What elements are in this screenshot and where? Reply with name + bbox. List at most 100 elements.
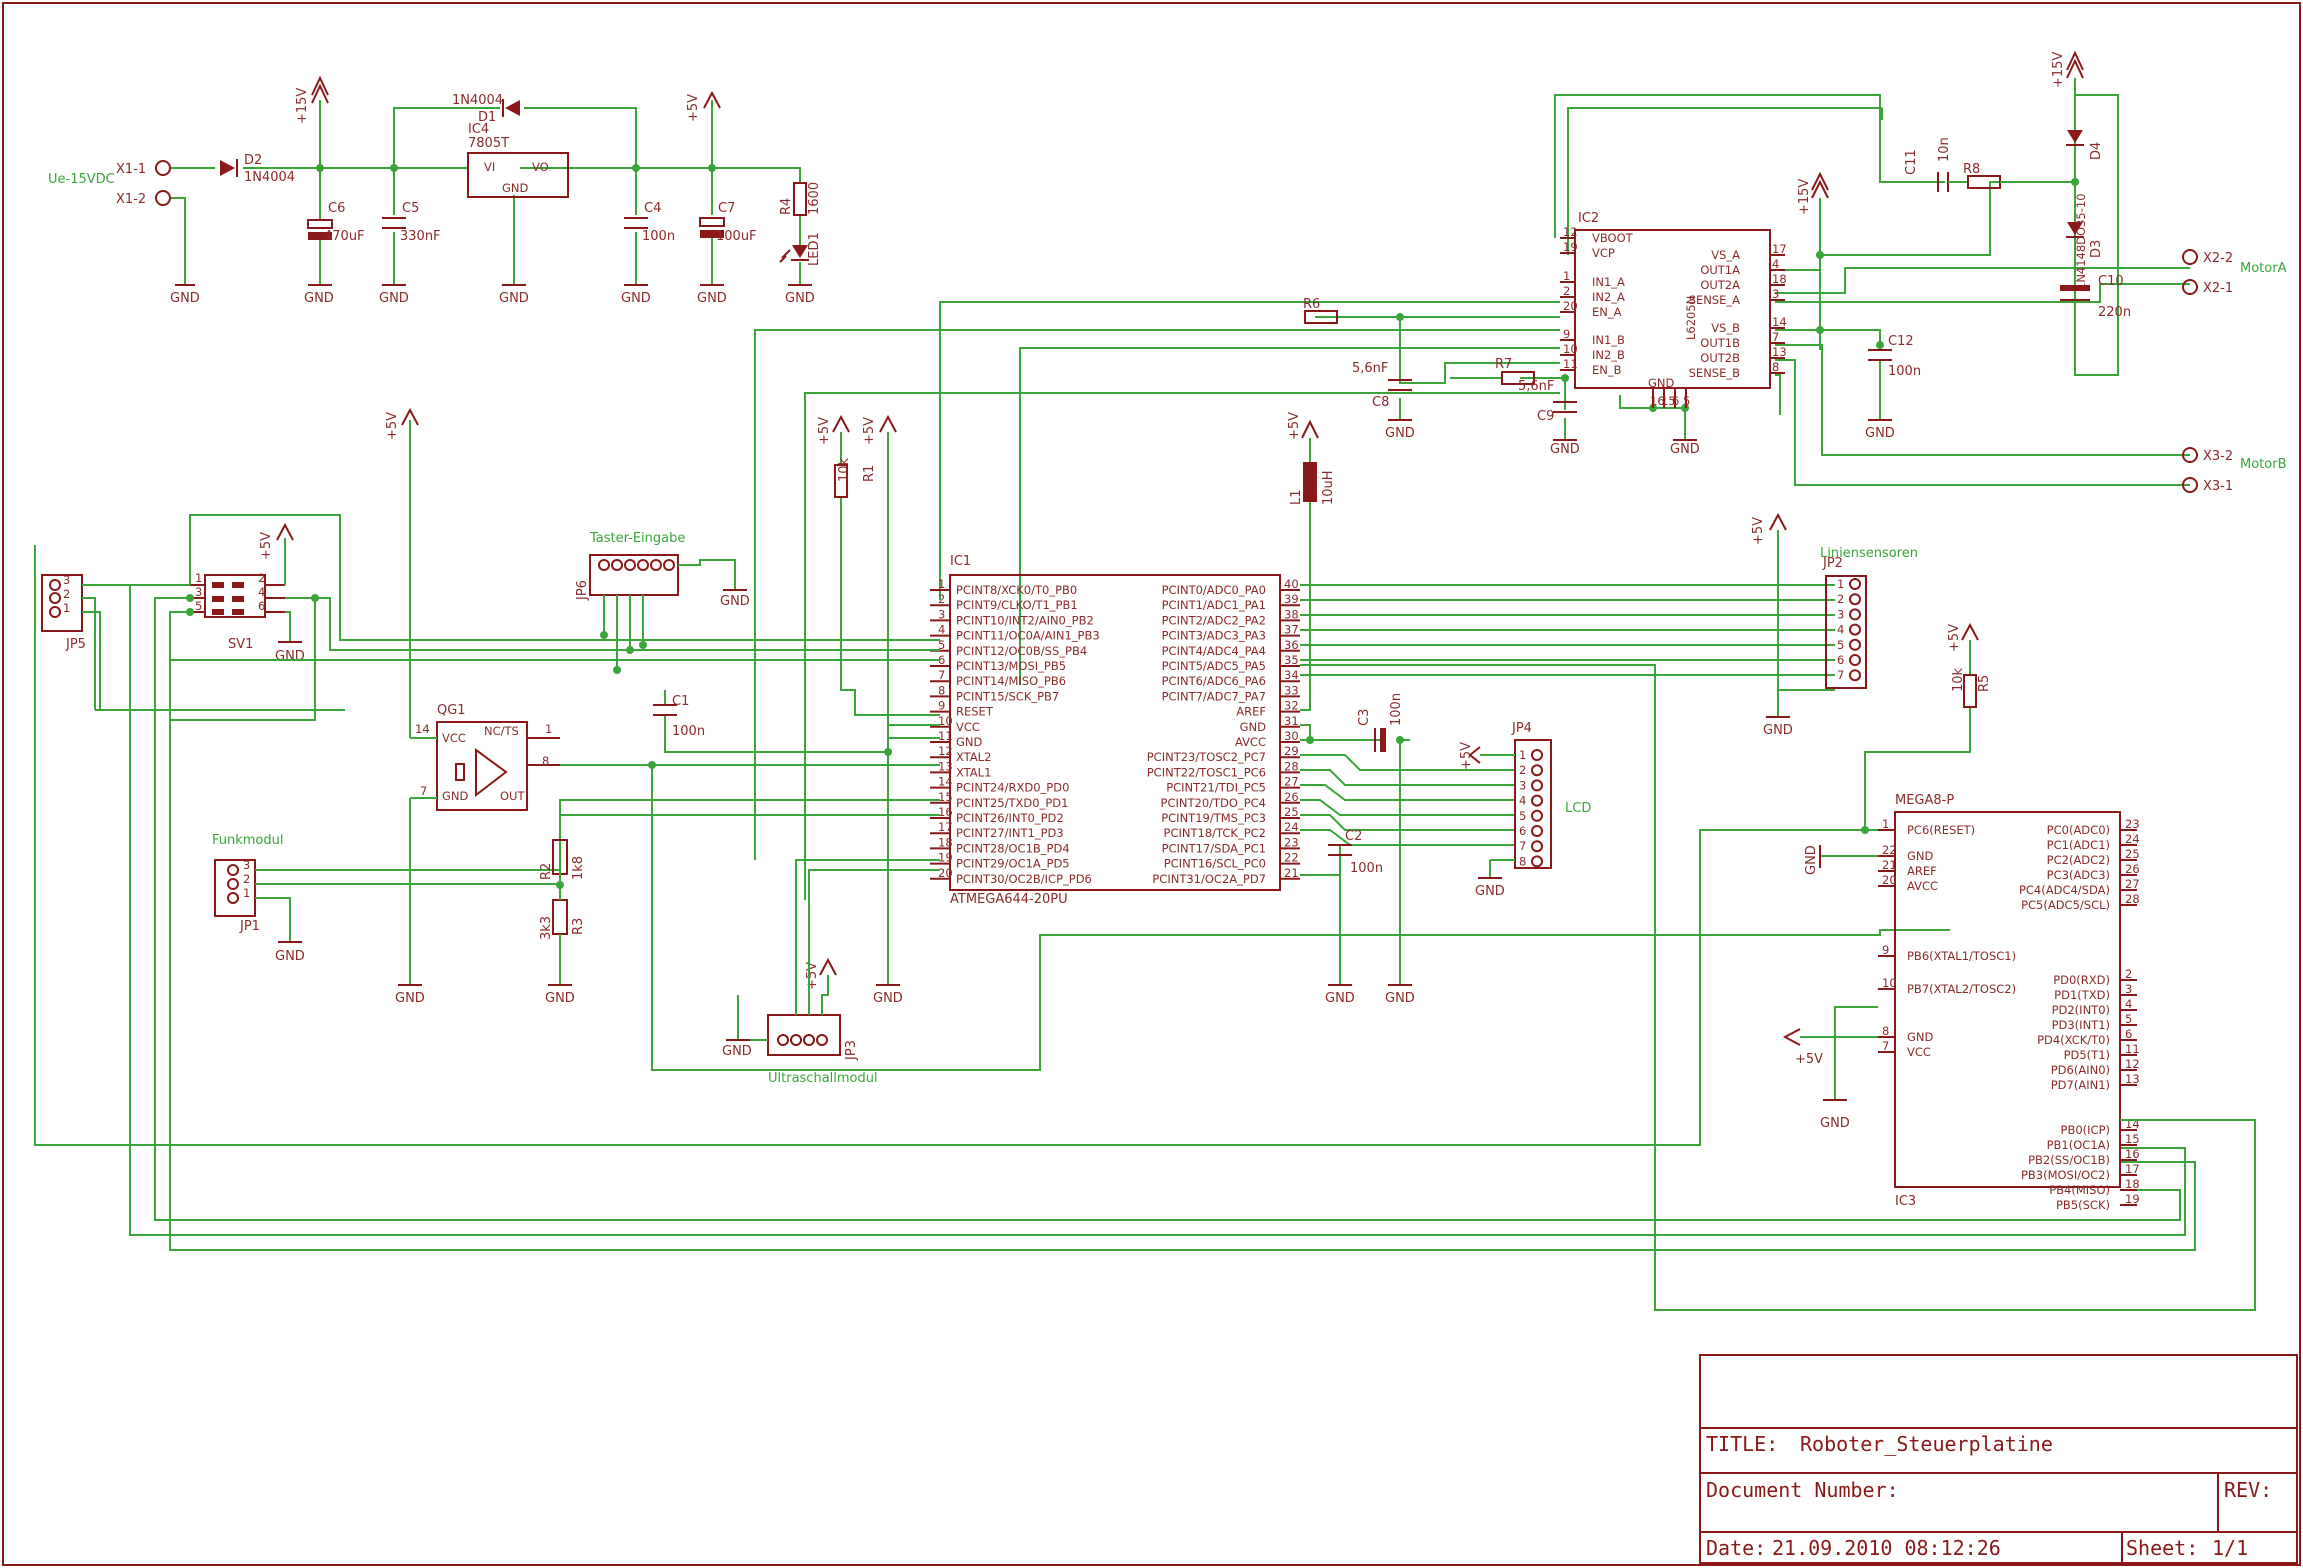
d3-label: D3 [2089,240,2104,258]
ic1-pin-11-name: GND [956,735,983,749]
ic1-value: ATMEGA644-20PU [950,892,1068,907]
ic1-pin-22-name: PCINT16/SCL_PC0 [1164,857,1266,871]
ic1-pin-15-name: PCINT25/TXD0_PD1 [956,796,1068,810]
ic3-pin-24-number: 24 [2125,832,2140,846]
ic3-pin-23-number: 23 [2125,817,2140,831]
ic3-pin-27-number: 27 [2125,877,2140,891]
ic1-pin-26-number: 26 [1284,790,1299,804]
motor-b-net-label: MotorB [2240,457,2286,472]
gnd-sv1: GND [275,649,305,664]
ic1-pin-3-name: PCINT10/INT2/AIN0_PB2 [956,613,1094,627]
qg1-pin14: 14 [415,722,430,736]
sv1-pin1: 1 [195,571,202,585]
qg1-gnd-pin: GND [442,789,469,803]
ic2-pin-11-name: EN_B [1592,363,1622,377]
ic4-value: 7805T [468,136,509,151]
ic2-pin-4-number: 4 [1772,257,1779,271]
p5v-label-ic3: +5V [1795,1052,1823,1067]
ic3-pin-13-name: PD7(AIN1) [2051,1078,2110,1092]
ic1-pin-14-name: PCINT24/RXD0_PD0 [956,781,1069,795]
c2-value: 100n [1350,861,1383,876]
x3-1-label: X3-1 [2203,479,2233,494]
jp1-pin3: 3 [243,858,250,872]
gnd-ic3-b: GND [1820,1116,1850,1131]
gnd-jp2: GND [1763,723,1793,738]
sv1-pin5: 5 [195,599,202,613]
jp6-taster: JP6 Taster-Eingabe GND [575,531,750,674]
ic1-pin-29-name: PCINT23/TOSC2_PC7 [1147,750,1266,764]
ic1-pin-16-name: PCINT26/INT0_PD2 [956,811,1064,825]
qg1-label: QG1 [437,703,466,718]
ic2-label: IC2 [1578,211,1599,226]
x2-1-label: X2-1 [2203,281,2233,296]
ic1-pin-36-name: PCINT4/ADC4_PA4 [1162,644,1266,658]
l1-value: 10uH [1321,470,1336,505]
ic1-pin-7-name: PCINT14/MISO_PB6 [956,674,1066,688]
gnd-qg1: GND [395,991,425,1006]
jp2-pin-5-number: 5 [1837,638,1844,652]
jp4-pin-6 [1531,825,1543,837]
ic1-pin-6-name: PCINT13/MOSI_PB5 [956,659,1066,673]
jp1-label: JP1 [239,919,260,934]
ic3-pin-5-number: 5 [2125,1012,2132,1026]
ic1-label: IC1 [950,554,971,569]
jp5-pin3: 3 [63,573,70,587]
sv1-pin6: 6 [258,599,265,613]
ic3-pin-7-name: VCC [1907,1045,1931,1059]
capacitor-c2: C2 100n GND [1325,829,1383,1006]
r3-label: R3 [571,918,586,935]
ic2-pin-13-number: 13 [1772,345,1787,359]
ic2-gnd-pin-5-number: 5 [1683,394,1690,408]
capacitor-c3: C3 100n GND [1357,693,1415,1006]
ic3-pin-28-number: 28 [2125,892,2140,906]
ic3-pin-15-name: PB1(OC1A) [2047,1138,2110,1152]
jp2-pin-4-number: 4 [1837,623,1844,637]
ic2-pin-7-name: OUT1B [1700,336,1740,350]
ic1-pin-23-number: 23 [1284,835,1299,849]
ic3-pin-4-name: PD2(INT0) [2052,1003,2110,1017]
ic1-pin-22-number: 22 [1284,851,1299,865]
ic1-pin-38-number: 38 [1284,607,1299,621]
ic2-pin-10-name: IN2_B [1592,348,1625,362]
ic3-pin-12-number: 12 [2125,1057,2140,1071]
ic1-pin-19-name: PCINT29/OC1A_PD5 [956,857,1070,871]
date-value: 21.09.2010 08:12:26 [1772,1536,2001,1560]
p5v-label-power: +5V [686,94,701,122]
ic1-pin-40-number: 40 [1284,577,1299,591]
ic2-pin-9-name: IN1_B [1592,333,1625,347]
oscillator-qg1: QG1 VCC GND NC/TS OUT 1 8 14 7 +5V GND [385,407,1950,1071]
ic2-pin-4-name: OUT1A [1700,263,1740,277]
ic1-pin-37-number: 37 [1284,623,1299,637]
ic2-pin-2-name: IN2_A [1592,290,1625,304]
ic1-pin-24-number: 24 [1284,820,1299,834]
jp4-pin-6-number: 6 [1519,824,1526,838]
ic1-pin-29-number: 29 [1284,744,1299,758]
sv1-label: SV1 [228,637,253,652]
ic1-pin-5-number: 5 [938,638,945,652]
p15v-label-c: +15V [2051,52,2066,88]
ic3-pin-10-name: PB7(XTAL2/TOSC2) [1907,982,2016,996]
document-number-label: Document Number: [1706,1478,1899,1502]
title-label: TITLE: [1706,1432,1778,1456]
ic1-pin-32-name: AREF [1236,705,1266,719]
ic1-pin-34-name: PCINT6/ADC6_PA6 [1162,674,1266,688]
r3-value: 3k3 [539,916,554,940]
ic1-pin-28-number: 28 [1284,759,1299,773]
jp5-connector: 3 2 1 JP5 [34,545,1878,1146]
jp4-pin-5-number: 5 [1519,809,1526,823]
jp2-pin-3 [1849,608,1861,621]
ic1-pin-10-number: 10 [938,714,953,728]
ic3-pin-4-number: 4 [2125,997,2132,1011]
ic1-pin-30-name: AVCC [1235,735,1266,749]
rev-label: REV: [2224,1478,2272,1502]
ic1-pin-32-number: 32 [1284,699,1299,713]
ic3-pin-28-name: PC5(ADC5/SCL) [2021,898,2110,912]
ic1-pin-31-number: 31 [1284,714,1299,728]
